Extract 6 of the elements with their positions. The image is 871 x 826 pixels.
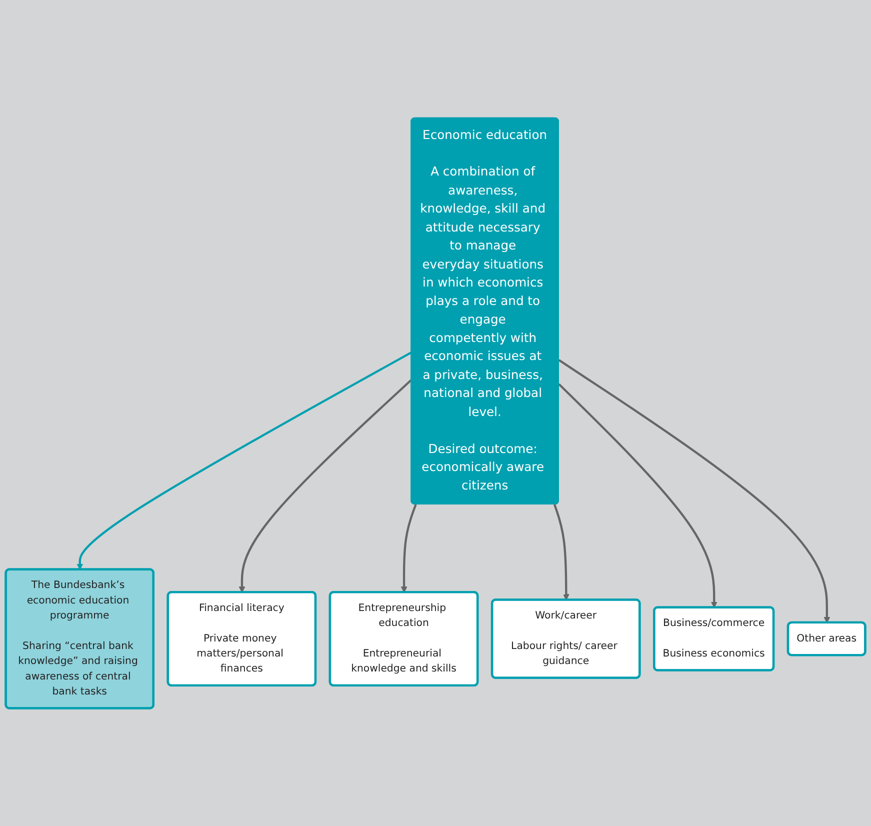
arrow xyxy=(553,504,570,600)
arrow xyxy=(76,352,412,570)
arrow xyxy=(558,359,830,624)
arrow xyxy=(400,504,417,593)
arrow xyxy=(238,379,412,593)
arrow xyxy=(558,383,718,608)
